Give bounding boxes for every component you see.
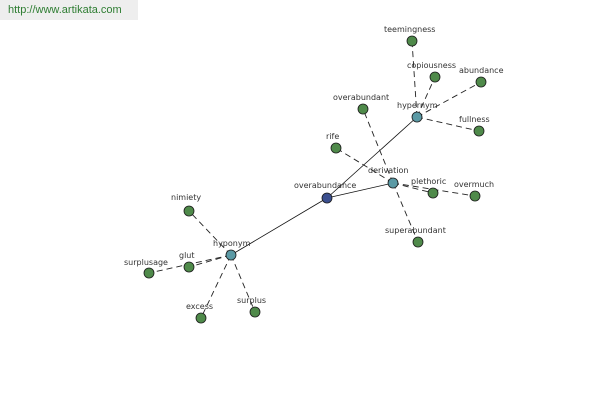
node-overabundance[interactable]	[321, 192, 333, 204]
edge-hypernym-teemingness	[411, 40, 418, 118]
node-teemingness[interactable]	[406, 35, 418, 47]
edge-hypernym-copiousness	[416, 76, 436, 118]
node-surplusage[interactable]	[143, 267, 155, 279]
label-surplusage: surplusage	[124, 258, 168, 267]
label-overabundant: overabundant	[333, 93, 389, 102]
label-overmuch: overmuch	[454, 180, 494, 189]
edge-derivation-overabundant	[362, 108, 394, 184]
label-abundance: abundance	[459, 66, 504, 75]
node-glut[interactable]	[183, 261, 195, 273]
label-fullness: fullness	[459, 115, 490, 124]
node-copiousness[interactable]	[429, 71, 441, 83]
label-superabundant: superabundant	[385, 226, 446, 235]
node-superabundant[interactable]	[412, 236, 424, 248]
node-derivation[interactable]	[387, 177, 399, 189]
node-overabundant[interactable]	[357, 103, 369, 115]
edge-overabundance-hyponym	[230, 197, 328, 256]
site-watermark: http://www.artikata.com	[0, 0, 138, 20]
edge-overabundance-hypernym	[326, 116, 418, 199]
node-plethoric[interactable]	[427, 187, 439, 199]
node-overmuch[interactable]	[469, 190, 481, 202]
edge-hyponym-nimiety	[188, 210, 232, 256]
node-abundance[interactable]	[475, 76, 487, 88]
edge-hypernym-abundance	[416, 81, 482, 118]
label-copiousness: copiousness	[407, 61, 456, 70]
label-glut: glut	[179, 251, 195, 260]
edge-derivation-superabundant	[392, 182, 419, 243]
node-fullness[interactable]	[473, 125, 485, 137]
edge-hyponym-excess	[200, 254, 232, 319]
node-surplus[interactable]	[249, 306, 261, 318]
edge-hyponym-surplus	[230, 254, 256, 313]
label-overabundance: overabundance	[294, 181, 356, 190]
label-hyponym: hyponym	[213, 239, 251, 248]
node-rife[interactable]	[330, 142, 342, 154]
edge-hypernym-fullness	[416, 116, 480, 132]
node-nimiety[interactable]	[183, 205, 195, 217]
node-hypernym[interactable]	[411, 111, 423, 123]
label-plethoric: plethoric	[411, 177, 446, 186]
label-hypernym: hypernym	[397, 101, 438, 110]
edge-derivation-plethoric	[392, 182, 434, 194]
graph-nodes	[143, 35, 487, 324]
graph-labels: overabundance hypernym derivation hyponym te…	[124, 25, 504, 311]
edge-overabundance-derivation	[326, 182, 394, 199]
node-excess[interactable]	[195, 312, 207, 324]
label-surplus: surplus	[237, 296, 266, 305]
label-rife: rife	[326, 132, 339, 141]
node-hyponym[interactable]	[225, 249, 237, 261]
label-nimiety: nimiety	[171, 193, 201, 202]
label-excess: excess	[186, 302, 213, 311]
label-teemingness: teemingness	[384, 25, 435, 34]
edge-hyponym-glut	[188, 254, 232, 268]
graph-edges	[148, 40, 482, 319]
label-derivation: derivation	[368, 166, 408, 175]
edge-derivation-rife	[335, 147, 394, 184]
